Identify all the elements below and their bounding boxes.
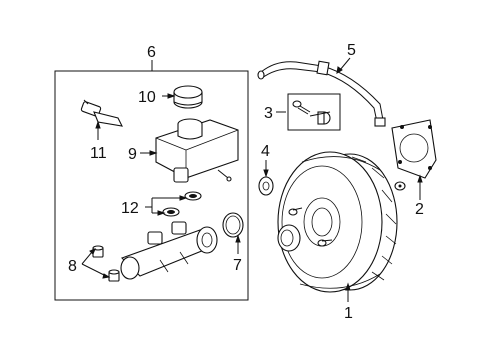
callout-4: 4 <box>261 143 270 160</box>
callout-2: 2 <box>415 201 424 218</box>
fluid-reservoir <box>155 118 239 183</box>
o-ring <box>222 212 244 238</box>
vacuum-hose <box>257 60 386 127</box>
reservoir-seal-upper <box>184 191 202 201</box>
callout-11: 11 <box>90 145 107 162</box>
check-valve <box>292 100 331 125</box>
callout-8: 8 <box>68 258 77 275</box>
callout-7: 7 <box>233 257 242 274</box>
cap-nut-lower <box>108 269 120 282</box>
level-sensor <box>80 99 123 127</box>
reservoir-seal-lower <box>162 207 180 217</box>
booster-gasket <box>391 119 437 179</box>
group-3-frame <box>287 93 341 131</box>
callout-3: 3 <box>264 105 273 122</box>
callout-5: 5 <box>347 42 356 59</box>
callout-10: 10 <box>138 89 156 106</box>
grommet <box>258 176 274 196</box>
brake-booster <box>277 151 406 293</box>
booster-stud-upper <box>288 207 303 216</box>
callout-1: 1 <box>344 305 353 322</box>
master-cylinder <box>120 221 218 280</box>
callout-6: 6 <box>147 44 156 61</box>
callout-9: 9 <box>128 146 137 163</box>
callout-12: 12 <box>121 200 139 217</box>
booster-stud-lower <box>317 239 333 247</box>
leader-lines <box>81 57 423 302</box>
reservoir-cap <box>173 85 203 109</box>
